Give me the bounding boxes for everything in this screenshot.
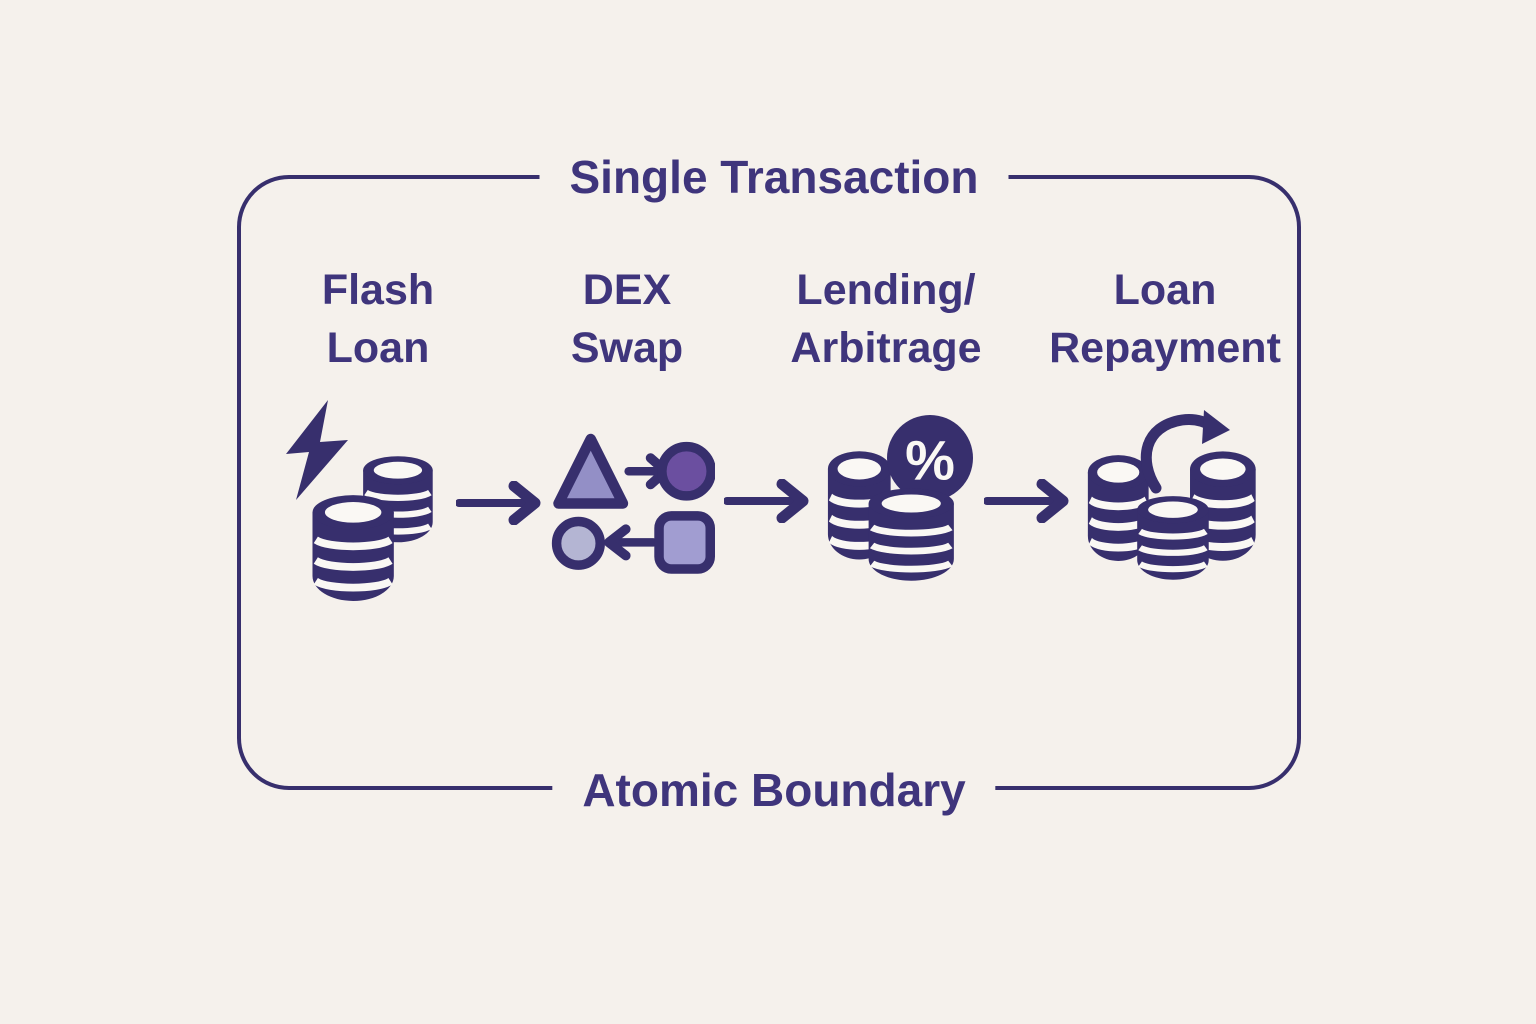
stage-label-line: Repayment: [1049, 324, 1281, 372]
stage-label-line: Loan: [326, 324, 430, 372]
triangle-token-icon: [553, 433, 629, 509]
arrow-right-icon: [984, 479, 1069, 523]
arrow-right-icon: [724, 479, 809, 523]
stage-label-line: Loan: [1113, 266, 1217, 314]
stage-label-line: Lending/: [796, 266, 976, 314]
coin-stacks-return-arrow-icon: [1086, 410, 1266, 603]
stage-label-lending-arbitrage: Lending/ Arbitrage: [716, 261, 1056, 377]
atomic-boundary-label: Atomic Boundary: [552, 761, 996, 819]
stage-label-line: Swap: [570, 324, 684, 372]
stage-label-line: Arbitrage: [790, 324, 982, 372]
swap-arrow-left-icon: [604, 524, 658, 561]
stage-label-loan-repayment: Loan Repayment: [995, 261, 1335, 377]
lightning-bolt-coin-stacks-icon: [286, 400, 442, 608]
percent-badge-icon: %: [887, 415, 973, 501]
lightning-bolt-icon: [286, 400, 348, 500]
token-swap-shapes-icon: [551, 433, 715, 574]
stage-label-dex-swap: DEX Swap: [457, 261, 797, 377]
percent-symbol: %: [905, 429, 955, 492]
stage-label-line: Flash: [321, 266, 435, 314]
return-arrow-icon: [1140, 410, 1230, 494]
square-token-icon: [654, 511, 715, 574]
diagram-title: Single Transaction: [539, 148, 1009, 206]
arrow-right-icon: [456, 481, 541, 525]
coin-stacks-percent-badge-icon: %: [818, 415, 973, 597]
receive-circle-token-icon: [551, 516, 605, 570]
stage-label-line: DEX: [582, 266, 672, 314]
stage-label-flash-loan: Flash Loan: [208, 261, 548, 377]
circle-token-icon: [657, 441, 715, 501]
